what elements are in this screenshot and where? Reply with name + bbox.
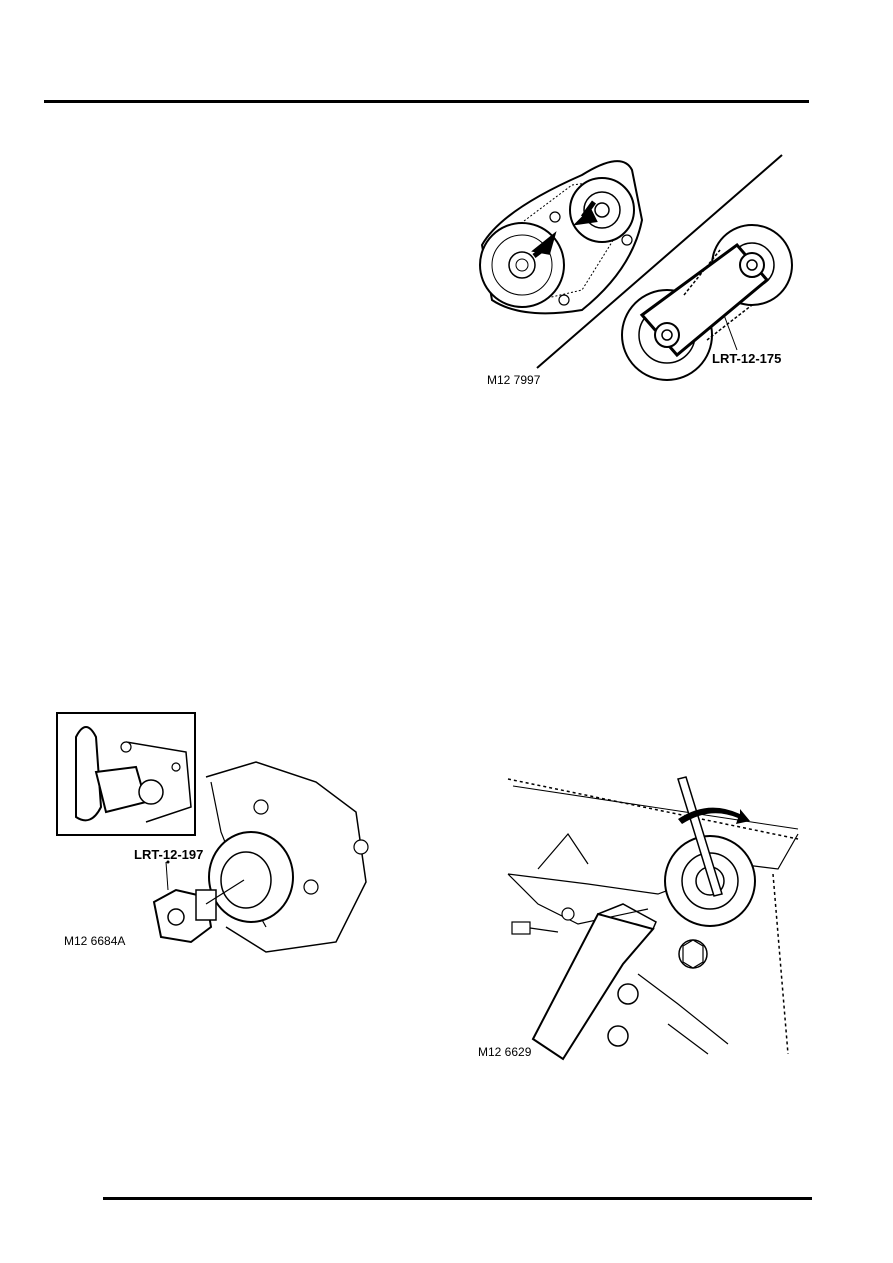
figure-crankshaft-locking-tool: LRT-12-197 M12 6684A (56, 712, 396, 967)
figure-timing-belt-tensioner-drawing: M12 7997 LRT-12-175 (479, 154, 793, 387)
figure-tensioner-adjustment: M12 6629 (478, 774, 808, 1074)
figure-crankshaft-locking-tool-drawing: LRT-12-197 M12 6684A (56, 712, 369, 953)
figure-timing-belt-tensioner: M12 7997 LRT-12-175 (462, 140, 812, 400)
footer-rule (103, 1197, 812, 1200)
figure-ref-label: M12 6629 (478, 1045, 532, 1059)
tool-callout-label: LRT-12-197 (134, 847, 203, 862)
figure-ref-label: M12 6684A (64, 934, 125, 948)
figure-tensioner-adjustment-drawing: M12 6629 (478, 776, 799, 1061)
header-rule (44, 100, 809, 103)
tool-callout-label: LRT-12-175 (712, 351, 781, 366)
figure-ref-label: M12 7997 (487, 373, 541, 387)
